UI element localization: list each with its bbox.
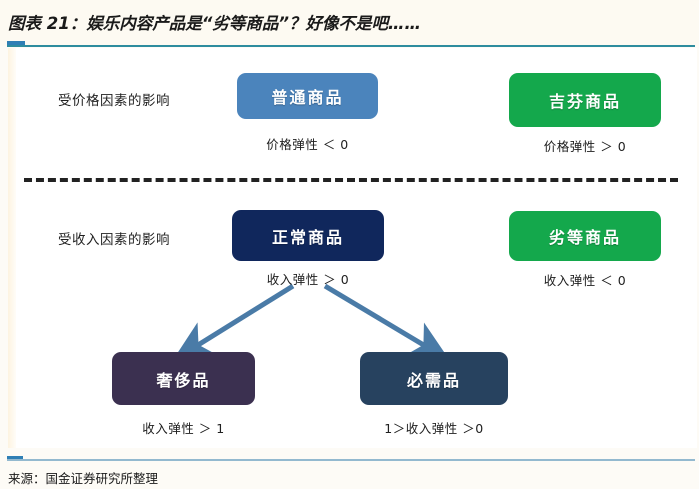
page-title: 图表 21：娱乐内容产品是“劣等商品”？好像不是吧…… [8, 14, 421, 33]
caption-giffen-goods: 价格弹性 ＞ 0 [543, 139, 627, 154]
title-rule-cap [7, 41, 25, 47]
section-divider [24, 178, 678, 182]
source-note: 来源：国金证券研究所整理 [8, 471, 159, 486]
node-inferior-goods[interactable]: 劣等商品 [509, 211, 661, 261]
caption-ordinary-goods: 价格弹性 ＜ 0 [266, 137, 349, 152]
source-rule [7, 459, 695, 461]
node-luxury-goods-label: 奢侈品 [156, 370, 211, 390]
node-normal-goods[interactable]: 正常商品 [232, 210, 384, 261]
node-ordinary-goods-label: 普通商品 [271, 88, 344, 107]
node-necessity-goods-label: 必需品 [406, 370, 461, 390]
caption-luxury-goods: 收入弹性 ＞ 1 [142, 421, 225, 436]
node-inferior-goods-label: 劣等商品 [548, 228, 621, 247]
panel-left-edge [8, 48, 16, 448]
caption-necessity-goods: 1＞收入弹性 ＞0 [384, 421, 484, 436]
node-necessity-goods[interactable]: 必需品 [360, 352, 508, 405]
node-giffen-goods[interactable]: 吉芬商品 [509, 73, 661, 127]
node-normal-goods-label: 正常商品 [271, 227, 344, 247]
caption-inferior-goods: 收入弹性 ＜ 0 [543, 273, 627, 288]
row-label-income-factor: 受收入因素的影响 [58, 232, 170, 248]
caption-normal-goods: 收入弹性 ＞ 0 [266, 272, 350, 287]
node-giffen-goods-label: 吉芬商品 [548, 92, 621, 111]
node-ordinary-goods[interactable]: 普通商品 [237, 73, 378, 119]
title-rule [7, 45, 695, 47]
figure-title-bar: 图表 21：娱乐内容产品是“劣等商品”？好像不是吧…… [0, 0, 699, 46]
source-rule-cap [7, 456, 23, 461]
node-luxury-goods[interactable]: 奢侈品 [112, 352, 255, 405]
row-label-price-factor: 受价格因素的影响 [58, 93, 170, 109]
